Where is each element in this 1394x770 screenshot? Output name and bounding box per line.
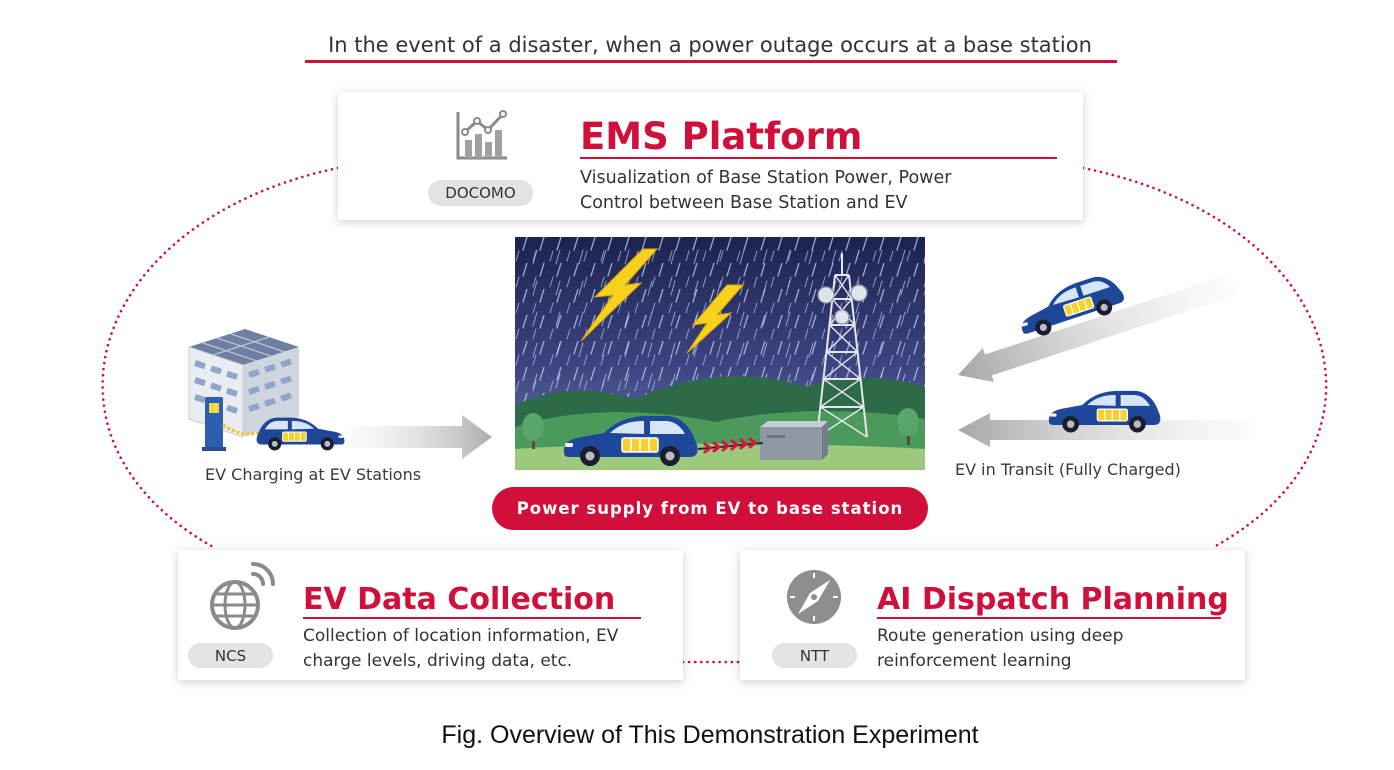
compass-icon	[787, 570, 841, 624]
building-windows	[194, 358, 292, 414]
lightning-bolt	[580, 248, 659, 342]
scenario-heading: In the event of a disaster, when a power…	[328, 33, 1092, 57]
lightning-bolt	[686, 284, 745, 354]
ev-car-charging	[256, 417, 345, 451]
org-badge-docomo: DOCOMO	[428, 180, 533, 206]
transmission-tower	[816, 253, 868, 438]
ev-charging-label: EV Charging at EV Stations	[205, 465, 422, 484]
ems-description-line: Visualization of Base Station Power, Pow…	[580, 168, 952, 188]
base-station-unit	[760, 421, 828, 460]
org-badge-ntt: NTT	[772, 643, 857, 668]
ai-dispatch-card: NTT AI Dispatch Planning Route generatio…	[740, 550, 1245, 680]
antenna-dishes	[817, 284, 868, 325]
tree	[522, 413, 544, 449]
ev-data-collection-card: NCS EV Data Collection Collection of loc…	[178, 550, 683, 680]
charging-flow-arrow	[345, 415, 492, 459]
ems-description-line: Control between Base Station and EV	[580, 193, 908, 213]
ems-platform-card: DOCOMO EMS Platform Visualization of Bas…	[338, 92, 1083, 220]
data-collection-title: EV Data Collection	[303, 582, 616, 617]
dispatch-description: Route generation using deep reinforcemen…	[877, 624, 1123, 674]
ev-transit-label: EV in Transit (Fully Charged)	[955, 460, 1181, 479]
data-collection-description-line: Collection of location information, EV	[303, 626, 619, 646]
power-flow-arrows	[703, 437, 757, 454]
globe-signal-icon	[210, 562, 275, 630]
data-collection-title-underline	[303, 617, 641, 619]
data-collection-description: Collection of location information, EV c…	[303, 624, 618, 674]
figure-caption: Fig. Overview of This Demonstration Expe…	[441, 721, 979, 749]
ems-title-underline	[580, 157, 1057, 159]
ems-title: EMS Platform	[580, 115, 863, 158]
arrow-band	[958, 273, 1237, 383]
tree	[897, 408, 919, 445]
org-badge-ncs: NCS	[188, 643, 273, 668]
ev-charging-station	[188, 329, 345, 451]
dotted-link-right	[1081, 166, 1328, 550]
transit-arrow-upper	[958, 269, 1237, 383]
dispatch-title-underline	[877, 617, 1221, 619]
data-collection-description-line: charge levels, driving data, etc.	[303, 651, 573, 671]
ev-charger	[202, 397, 226, 451]
dispatch-description-line: reinforcement learning	[877, 651, 1072, 671]
storm-scene	[515, 237, 925, 470]
dispatch-description-line: Route generation using deep	[877, 626, 1124, 646]
heading-underline	[305, 60, 1117, 63]
power-supply-banner: Power supply from EV to base station	[492, 487, 928, 530]
chart-icon	[456, 110, 507, 160]
transit-arrow-lower	[958, 413, 1255, 447]
dispatch-title: AI Dispatch Planning	[877, 582, 1229, 617]
ems-description: Visualization of Base Station Power, Pow…	[580, 166, 951, 216]
